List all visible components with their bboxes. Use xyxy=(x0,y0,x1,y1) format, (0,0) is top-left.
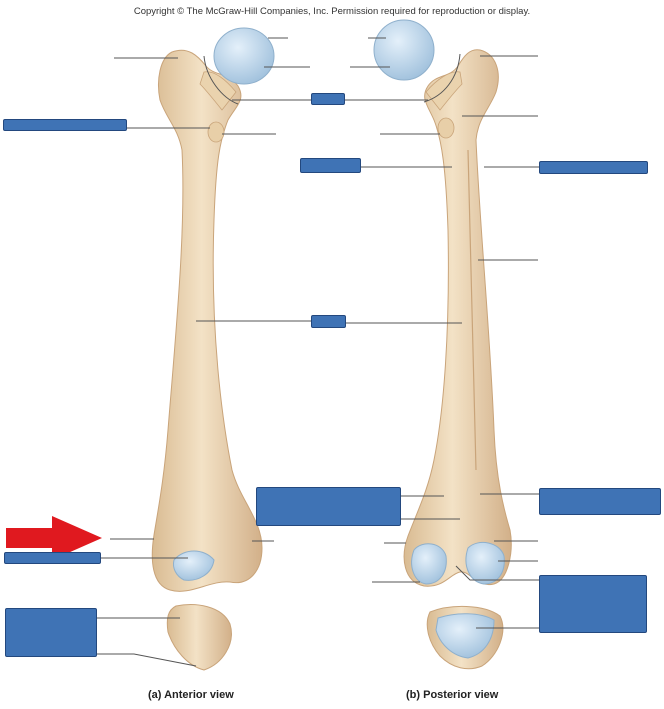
anterior-femur xyxy=(151,27,275,671)
posterior-linea-aspera xyxy=(467,149,477,471)
label-box-intercondylar-fossa[interactable] xyxy=(539,575,647,633)
leader-line xyxy=(455,565,540,581)
label-box-intertrochanteric[interactable] xyxy=(300,158,361,173)
posterior-femoral-head xyxy=(373,19,435,81)
posterior-patellar-articular-surface xyxy=(435,613,495,659)
red-arrow-icon xyxy=(6,516,102,560)
anterior-capsule-line xyxy=(203,55,239,105)
label-box-greater-trochanter-anterior[interactable] xyxy=(3,119,127,131)
label-box-popliteal-surface[interactable] xyxy=(256,487,401,526)
posterior-lesser-trochanter xyxy=(437,117,455,139)
caption-posterior-view: (b) Posterior view xyxy=(406,689,499,701)
leader-lines xyxy=(96,37,540,667)
posterior-femur xyxy=(373,19,512,670)
posterior-capsule-line xyxy=(423,53,461,103)
posterior-lateral-condyle xyxy=(465,541,505,585)
label-box-shaft[interactable] xyxy=(311,315,346,328)
leader-line xyxy=(96,653,197,667)
anterior-lesser-trochanter xyxy=(207,121,225,143)
label-box-gluteal-tuberosity[interactable] xyxy=(539,161,648,174)
anterior-femur-neck xyxy=(199,71,237,111)
anterior-femoral-head xyxy=(213,27,275,85)
posterior-medial-condyle xyxy=(411,543,447,585)
caption-anterior-view: (a) Anterior view xyxy=(148,689,234,701)
label-box-adductor-tubercle[interactable] xyxy=(539,488,661,515)
copyright-notice: Copyright © The McGraw-Hill Companies, I… xyxy=(133,6,531,17)
posterior-femur-body xyxy=(403,49,512,587)
label-box-patella-base-apex[interactable] xyxy=(5,608,97,657)
label-box-patellar-surface[interactable] xyxy=(4,552,101,564)
label-box-neck[interactable] xyxy=(311,93,345,105)
anterior-patella xyxy=(166,604,232,671)
